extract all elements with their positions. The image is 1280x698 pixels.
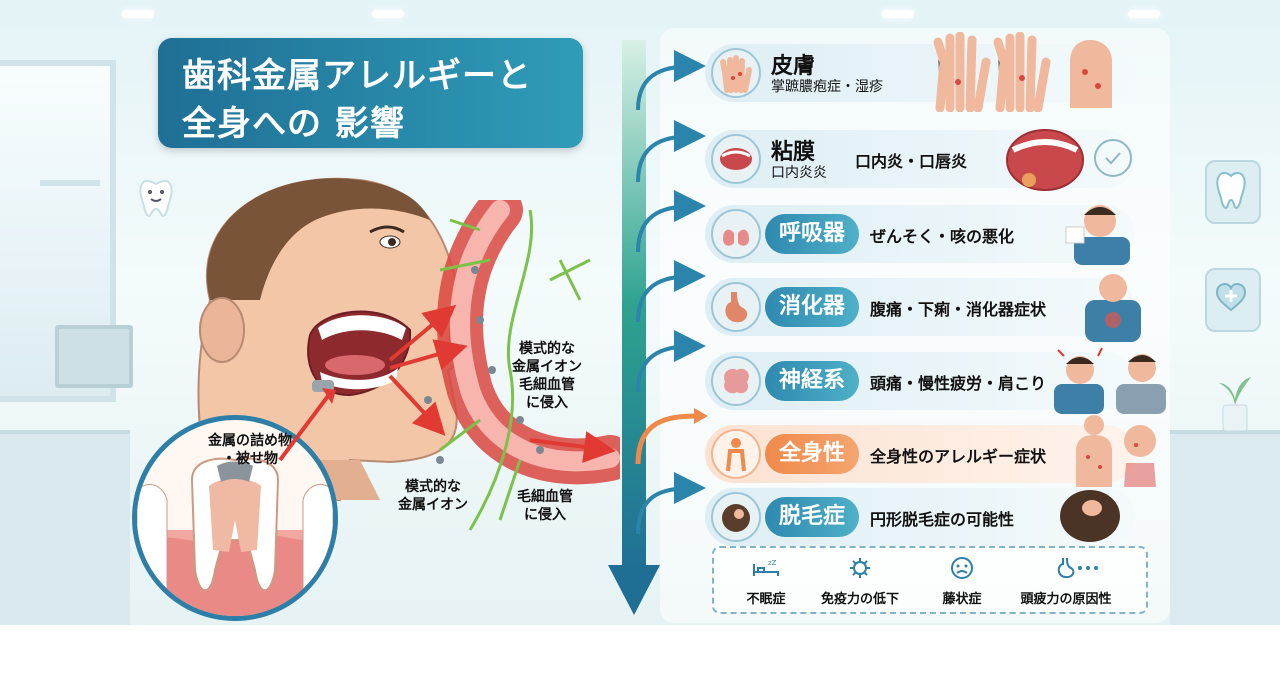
ion-label-line: 毛細血管	[519, 377, 575, 393]
title-line-2: 全身への 影響	[182, 104, 405, 144]
ion-label-line: 模式的な	[405, 479, 461, 495]
more-dots-icon	[1074, 556, 1102, 580]
ion-label-center: 模式的な 金属イオン 毛細血管 に侵入	[497, 340, 597, 412]
tooth-mascot-icon	[132, 172, 180, 228]
ceiling-light	[372, 10, 404, 18]
background-monitor	[55, 325, 133, 388]
effect-label: 脱毛症	[765, 497, 860, 537]
effect-card-nervous: 神経系 頭痛・慢性疲労・肩こり	[705, 347, 1166, 414]
effect-desc: 頭痛・慢性疲労・肩こり	[870, 374, 1047, 393]
background-shelf	[40, 180, 100, 186]
extra-symptom-label: 免疫力の低下	[820, 592, 899, 607]
effect-card-alopecia: 脱毛症 円形脱毛症の可能性	[705, 488, 1135, 546]
extra-symptom-insomnia: zZ 不眠症	[714, 548, 818, 612]
filling-callout: 金属の詰め物 ・被せ物	[190, 432, 310, 468]
effect-card-respiratory: 呼吸器 ぜんそく・咳の悪化	[705, 205, 1135, 265]
headache-people-icon	[1054, 347, 1166, 414]
effect-desc: 口内炎・口唇炎	[855, 152, 968, 171]
hand-rash-icon	[711, 48, 761, 98]
background-cabinet-right	[1170, 430, 1280, 625]
extra-symptom-mood: 藤状症	[910, 548, 1014, 612]
background-cabinet-left	[0, 430, 130, 625]
stomachache-person-icon	[1085, 274, 1141, 342]
effect-card-systemic: 全身性 全身性のアレルギー症状	[705, 415, 1156, 487]
plant-icon	[1215, 355, 1255, 439]
effect-desc: ぜんそく・咳の悪化	[870, 227, 1015, 246]
extra-symptom-immunity: 免疫力の低下	[808, 548, 912, 612]
ceiling-light	[122, 10, 154, 18]
capillary-illustration	[424, 200, 620, 531]
effect-card-digestive: 消化器 腹痛・下痢・消化器症状	[705, 274, 1141, 342]
ion-label-line: 模式的な	[519, 341, 575, 357]
extra-symptom-label: 頭疲力の原因性	[1020, 592, 1112, 607]
filling-callout-line: ・被せ物	[222, 451, 278, 467]
bed-icon: zZ	[752, 556, 780, 580]
ion-flow-arrows	[388, 304, 616, 463]
filling-callout-line: 金属の詰め物	[208, 433, 292, 449]
bald-spot-head-icon	[1060, 490, 1120, 542]
ceiling-light	[882, 10, 914, 18]
effect-desc: 全身性のアレルギー症状	[870, 447, 1047, 466]
svg-text:zZ: zZ	[768, 559, 777, 567]
effect-sub: 口内炎炎	[771, 165, 827, 181]
flow-arrow	[608, 40, 660, 615]
ceiling-light	[1128, 10, 1160, 18]
effect-card-skin: 皮膚 掌蹠膿疱症・湿疹	[705, 32, 1135, 112]
head-hairloss-icon	[711, 492, 761, 542]
effect-label: 消化器	[765, 287, 860, 327]
effect-label: 呼吸器	[765, 214, 860, 254]
rash-photo-icon	[933, 32, 1112, 112]
capillary-label-line: 毛細血管	[517, 489, 573, 505]
extra-symptom-fatigue: 頭疲力の原因性	[1014, 548, 1118, 612]
capillary-label: 毛細血管 に侵入	[500, 488, 590, 524]
ion-label-lower: 模式的な 金属イオン	[388, 478, 478, 514]
extra-symptom-label: 藤状症	[942, 592, 982, 607]
tooth-sign-icon	[1205, 160, 1261, 224]
capillary-label-line: に侵入	[524, 507, 566, 523]
effect-label: 全身性	[765, 434, 860, 474]
effect-sub: 掌蹠膿疱症・湿疹	[771, 79, 883, 95]
extra-symptoms-box: zZ 不眠症 免疫力の低下 藤状症 頭疲力の原因性	[712, 546, 1148, 614]
connector-arrows	[635, 50, 708, 535]
effect-label: 粘膜	[771, 140, 816, 165]
title-banner: 歯科金属アレルギーと 全身への 影響	[158, 38, 583, 148]
extra-symptom-more	[1054, 548, 1114, 612]
title-line-1: 歯科金属アレルギーと	[182, 56, 532, 96]
sad-face-icon	[948, 556, 976, 580]
callout-arrow	[278, 388, 336, 462]
ion-label-line: に侵入	[526, 395, 568, 411]
stomach-icon	[711, 282, 761, 332]
infographic-scene: 歯科金属アレルギーと 全身への 影響	[0, 0, 1280, 625]
effect-label: 神経系	[765, 361, 860, 401]
body-icon	[711, 429, 761, 479]
mouth-ulcer-icon	[1006, 129, 1132, 191]
effect-desc: 腹痛・下痢・消化器症状	[870, 300, 1047, 319]
mouth-icon	[711, 134, 761, 184]
health-sign-icon	[1205, 268, 1261, 332]
effect-card-mucosa: 粘膜 口内炎炎 口内炎・口唇炎	[705, 129, 1135, 191]
stomach-outline-icon	[1052, 556, 1080, 580]
lungs-icon	[711, 209, 761, 259]
brain-icon	[711, 356, 761, 406]
coughing-person-icon	[1065, 205, 1130, 265]
effect-desc: 円形脱毛症の可能性	[870, 510, 1015, 529]
ion-label-line: 金属イオン	[398, 497, 468, 513]
systemic-rash-people-icon	[1076, 415, 1156, 487]
virus-icon	[846, 556, 874, 580]
effect-label: 皮膚	[771, 54, 816, 79]
ion-label-line: 金属イオン	[512, 359, 582, 375]
extra-symptom-label: 不眠症	[746, 592, 786, 607]
